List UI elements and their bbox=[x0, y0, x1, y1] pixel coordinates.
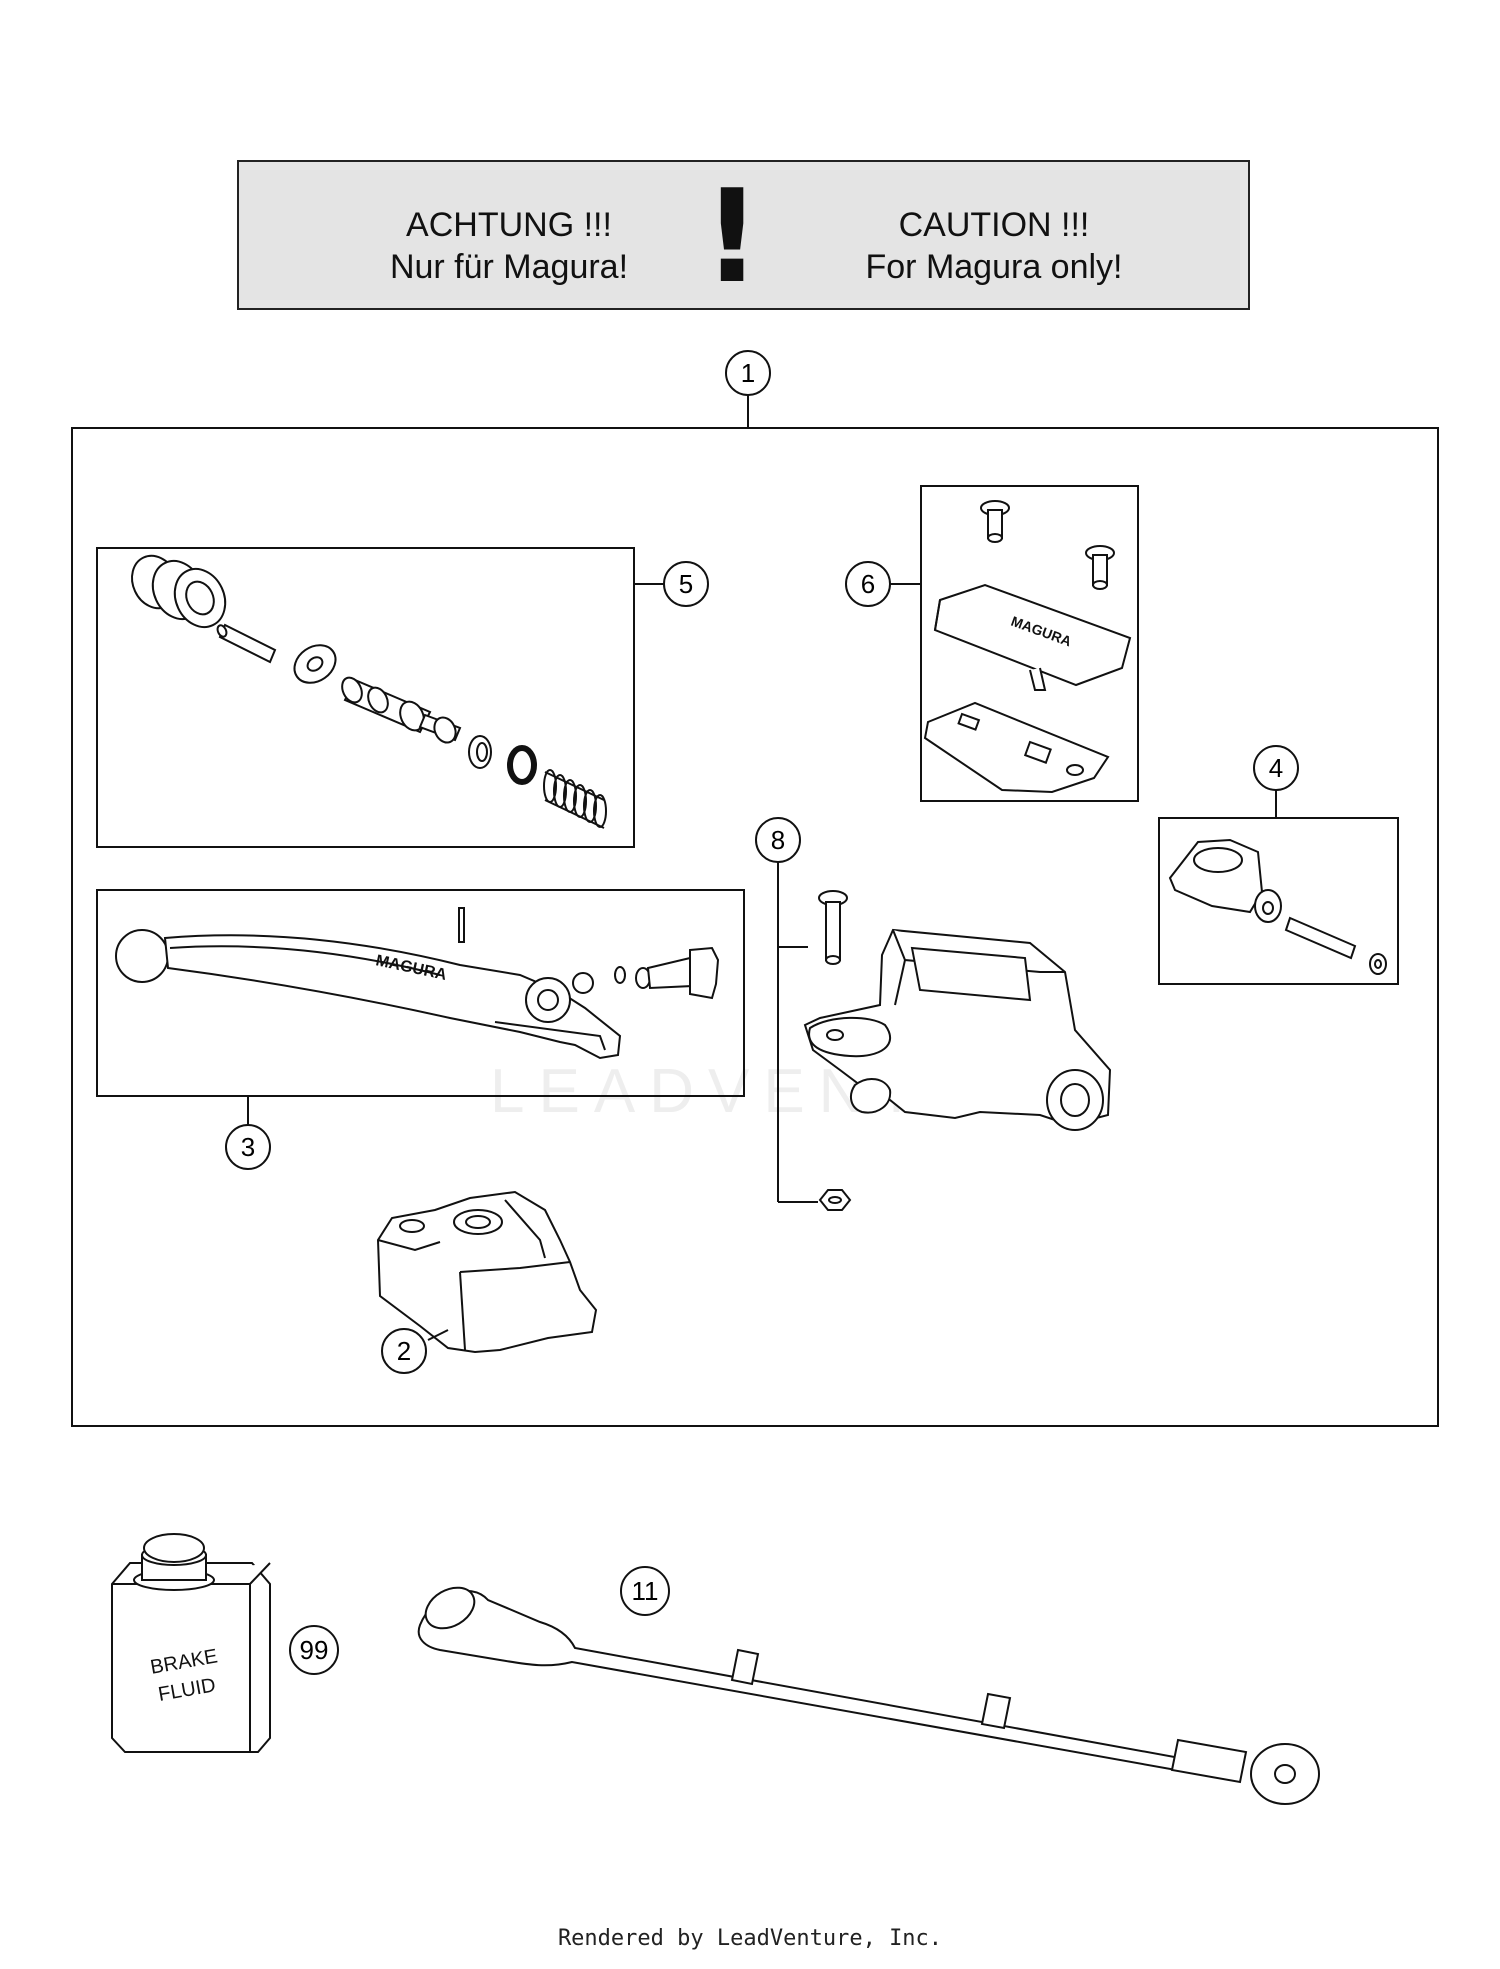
nut-part bbox=[818, 1189, 852, 1211]
adjuster-part bbox=[635, 946, 720, 1000]
notice-german-heading: ACHTUNG !!! bbox=[406, 206, 612, 244]
notice-english-text: For Magura only! bbox=[865, 248, 1123, 286]
callout-2: 2 bbox=[381, 1328, 427, 1374]
notice-english: CAUTION !!! For Magura only! bbox=[844, 204, 1144, 288]
reservoir-cover-box bbox=[920, 485, 1139, 802]
svg-text:11: 11 bbox=[632, 1576, 659, 1606]
diaphragm-part bbox=[923, 701, 1110, 794]
piston-kit-group bbox=[96, 547, 664, 848]
bolt-part bbox=[818, 890, 848, 965]
notice-english-heading: CAUTION !!! bbox=[898, 206, 1090, 244]
footer-credit: Rendered by LeadVenture, Inc. bbox=[557, 1926, 943, 1951]
lever-group: MAGURA bbox=[96, 889, 745, 1125]
reservoir-cover-group: MAGURA bbox=[888, 485, 1139, 802]
piston-part bbox=[341, 676, 462, 744]
svg-text:99: 99 bbox=[300, 1635, 329, 1665]
dust-boot-part bbox=[131, 554, 227, 629]
callout-3: 3 bbox=[225, 1124, 271, 1170]
svg-text:4: 4 bbox=[1269, 753, 1283, 783]
clamp-box bbox=[1158, 817, 1399, 985]
master-cylinder-part bbox=[803, 928, 1112, 1131]
svg-text:3: 3 bbox=[241, 1132, 255, 1162]
exclamation-icon: ! bbox=[702, 163, 762, 312]
cover-part: MAGURA bbox=[933, 583, 1132, 691]
assembly-frame bbox=[71, 427, 1439, 1427]
leader-8 bbox=[777, 859, 818, 1203]
o-ring-part bbox=[507, 745, 537, 785]
callout-8: 8 bbox=[755, 817, 801, 863]
washer-part bbox=[293, 644, 337, 684]
caution-notice: ACHTUNG !!! Nur für Magura! ! CAUTION !!… bbox=[237, 160, 1250, 310]
lever-bracket-part bbox=[376, 1190, 598, 1354]
leader-2 bbox=[427, 1329, 449, 1341]
piston-kit-box bbox=[96, 547, 635, 848]
callout-5: 5 bbox=[663, 561, 709, 607]
svg-text:5: 5 bbox=[679, 569, 693, 599]
callout-4: 4 bbox=[1253, 745, 1299, 791]
washer-part bbox=[1369, 953, 1387, 975]
callout-11: 11 bbox=[620, 1566, 670, 1616]
callout-1: 1 bbox=[725, 350, 771, 396]
o-ring-part bbox=[614, 966, 626, 984]
svg-text:8: 8 bbox=[771, 825, 785, 855]
screw-part bbox=[1085, 545, 1115, 590]
svg-text:1: 1 bbox=[741, 358, 755, 388]
svg-text:6: 6 bbox=[861, 569, 875, 599]
callout-6: 6 bbox=[845, 561, 891, 607]
lever-part: MAGURA bbox=[115, 929, 622, 1060]
notice-german: ACHTUNG !!! Nur für Magura! bbox=[359, 204, 659, 288]
callout-99: 99 bbox=[289, 1625, 339, 1675]
spring-part bbox=[543, 769, 607, 829]
lever-box bbox=[96, 889, 745, 1097]
clamp-part bbox=[1168, 838, 1282, 923]
screw-part bbox=[980, 500, 1010, 543]
brake-fluid-can-part: BRAKE FLUID bbox=[111, 1533, 271, 1753]
pin-part bbox=[1284, 916, 1357, 960]
notice-german-text: Nur für Magura! bbox=[389, 248, 629, 286]
seal-part bbox=[468, 735, 492, 769]
brake-hose-part bbox=[417, 1586, 1320, 1805]
lever-pin-part bbox=[458, 907, 465, 943]
pushrod-part bbox=[216, 623, 277, 664]
clamp-group bbox=[1158, 788, 1399, 985]
svg-text:2: 2 bbox=[397, 1336, 411, 1366]
